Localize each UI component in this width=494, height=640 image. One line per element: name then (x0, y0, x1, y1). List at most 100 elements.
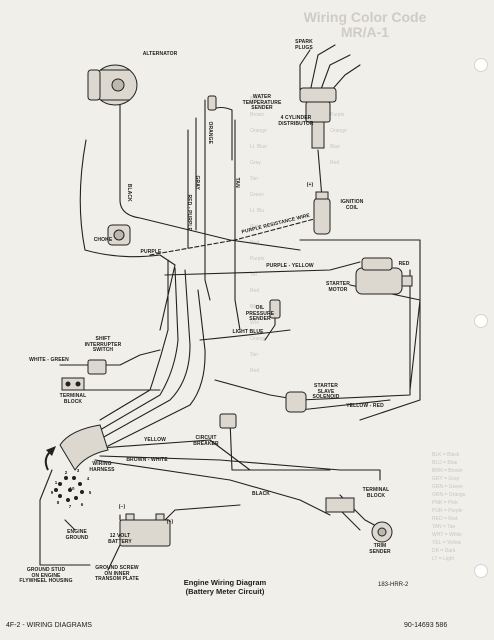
wire-label-brown-white: BROWN - WHITE (126, 457, 168, 463)
ghost-side-col: LT = Light (432, 556, 454, 562)
wire-light-blue (199, 329, 291, 341)
wire-harness-b (99, 267, 179, 431)
wire-red-2 (299, 269, 411, 401)
wire-brown-white (99, 455, 381, 481)
alternator-icon (87, 64, 138, 106)
ghost-row: Purple (250, 256, 265, 262)
ghost-side-col: WHT = White (432, 532, 462, 538)
spark-lead-1 (299, 49, 311, 91)
wire-purple-resistance (149, 217, 319, 256)
wire-tan (234, 119, 241, 331)
ghost-side-col: TAN = Tan (432, 524, 456, 530)
wire-label-black-2: BLACK (252, 491, 270, 497)
ghost-row: Gray (250, 160, 261, 166)
figure-code: 183-HRR-2 (378, 582, 409, 588)
label-ignition-coil: IGNITION COIL (340, 199, 364, 211)
ghost-title: Wiring Color Code MR/A-1 (303, 9, 427, 40)
harness-pin-diagram (54, 475, 85, 502)
label-spark-plugs: SPARK PLUGS (295, 39, 313, 51)
label-ground-screw: GROUND SCREW ON INNER TRANSOM PLATE (95, 565, 139, 582)
wire-label-yellow-red: YELLOW - RED (346, 403, 384, 409)
ghost-side-col: BRN = Brown (432, 468, 463, 474)
ghost-row: Yel (250, 272, 257, 278)
ghost-side-col: BLK = Black (432, 452, 460, 458)
ghost-side-col: PNK = Pink (432, 500, 458, 506)
distributor-icon (299, 87, 337, 149)
starter-slave-solenoid-icon (285, 391, 307, 413)
label-choke: CHOKE (93, 237, 113, 243)
label-terminal-block-left: TERMINAL BLOCK (59, 393, 87, 405)
harness-pin-number: 3 (76, 468, 80, 473)
label-wiring-harness: WIRING HARNESS (89, 461, 115, 473)
label-distributor: 4 CYLINDER DISTRIBUTOR (278, 115, 314, 127)
terminal-block-left-icon (61, 377, 85, 391)
ghost-right-col: Purple (330, 112, 345, 118)
spark-lead-2 (309, 44, 336, 93)
ghost-right-col: Blue (330, 144, 341, 150)
wiring-harness-plug-icon (59, 424, 109, 471)
label-alternator: ALTERNATOR (142, 51, 178, 57)
ghost-row: Pink (250, 224, 260, 230)
label-battery-plus: (+) (166, 519, 174, 525)
ghost-row: Green (250, 192, 264, 198)
choke-icon (107, 224, 131, 246)
diagram-title-sub: (Battery Meter Circuit) (185, 587, 265, 596)
ghost-side-col: GRY = Gray (432, 476, 460, 482)
harness-pin-number: 4 (86, 476, 90, 481)
wire-label-red-purple: RED - PURPLE (185, 194, 192, 231)
label-circuit-breaker: CIRCUIT BREAKER (193, 435, 219, 447)
coil-lead (317, 149, 323, 199)
ghost-right-col: Red (330, 160, 340, 166)
wire-label-yellow: YELLOW (144, 437, 166, 443)
ghost-side-col: RED = Red (432, 516, 458, 522)
footer-section: 4F-2 - WIRING DIAGRAMS (6, 622, 92, 629)
shift-interrupter-switch-icon (87, 359, 107, 375)
starter-motor-icon (355, 257, 413, 295)
label-engine-ground: ENGINE GROUND (65, 529, 89, 541)
ghost-row: Blk (250, 304, 257, 310)
harness-pin-number: 5 (88, 490, 92, 495)
harness-pin-number: 2 (64, 470, 68, 475)
ghost-row: Tan (250, 352, 259, 358)
spark-lead-4 (329, 64, 361, 93)
label-starter-motor: STARTER MOTOR (326, 281, 350, 293)
ghost-row: Orange (250, 128, 267, 134)
wire-yellow-red-2 (299, 399, 391, 411)
wire-orange (204, 99, 211, 301)
wire-battery-pos (164, 504, 241, 521)
ghost-row: Tan (250, 176, 259, 182)
wire-ground-screw (107, 544, 121, 571)
terminal-block-right-icon (325, 497, 355, 513)
label-starter-slave-solenoid: STARTER SLAVE SOLENOID (312, 383, 340, 400)
wire-label-light-blue: LIGHT BLUE (232, 329, 264, 335)
ghost-right-col: Orange (330, 128, 347, 134)
ignition-coil-icon (313, 191, 331, 235)
label-battery-minus: (−) (118, 504, 126, 510)
wire-harness-d (107, 289, 206, 447)
footer-doc-number: 90-14693 586 (404, 622, 448, 629)
wire-circuit-breaker (229, 419, 251, 471)
wire-label-white-green: WHITE - GREEN (29, 357, 69, 363)
diagram-title-main: Engine Wiring Diagram (183, 578, 267, 587)
ghost-row: Lt. Blu (250, 208, 265, 214)
wire-harness-c (101, 269, 191, 439)
harness-pin-number: 7 (68, 504, 72, 509)
wire-red-starter (299, 239, 421, 421)
ghost-side-col: BLU = Blue (432, 460, 458, 466)
label-water-temp-sender: WATER TEMPERATURE SENDER (242, 94, 282, 111)
diagram-title: Engine Wiring Diagram (Battery Meter Cir… (160, 578, 290, 596)
ghost-row: Brown (250, 112, 265, 118)
binder-hole-top (474, 58, 488, 72)
label-plus-top: (+) (306, 182, 314, 188)
wire-black-main (119, 89, 301, 251)
label-terminal-block-right: TERMINAL BLOCK (362, 487, 390, 499)
battery-icon (119, 513, 171, 547)
ghost-row: Lt. Blue (250, 144, 267, 150)
harness-pin-number: 6 (80, 502, 84, 507)
wire-trim-2 (339, 509, 361, 531)
ghost-row: Red (250, 368, 260, 374)
circuit-breaker-icon (219, 413, 237, 429)
label-trim-sender: TRIM SENDER (369, 543, 391, 555)
wire-label-tan: TAN (233, 177, 240, 188)
